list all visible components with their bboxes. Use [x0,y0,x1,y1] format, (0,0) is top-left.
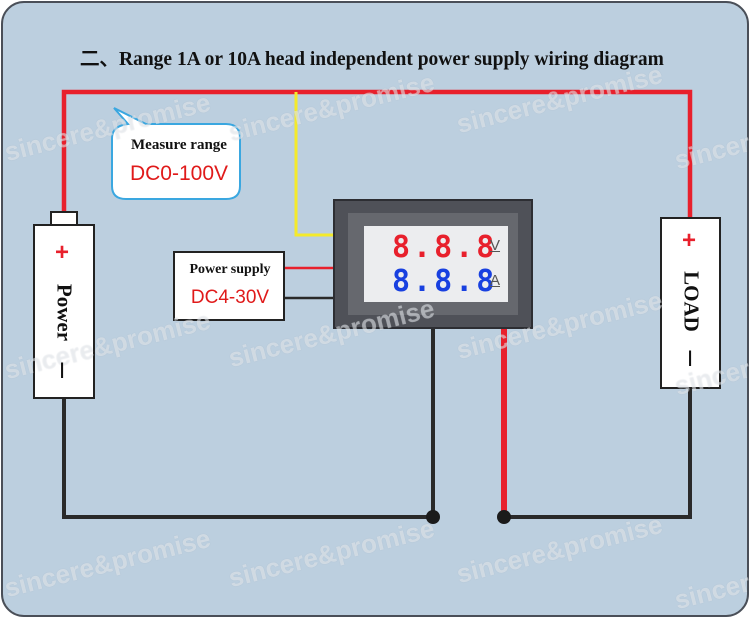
load-plus-sign: + [682,227,697,254]
power-supply-title: Power supply [189,262,271,277]
voltage-unit: V [490,237,501,254]
load-label: LOAD [679,271,704,332]
battery-terminal [50,211,78,227]
power-supply-box [173,251,285,321]
diagram-title: 二、Range 1A or 10A head independent power… [80,49,664,70]
battery-body [33,224,95,399]
junction-dot-right [497,510,511,524]
black-wire-bottom-right [504,388,692,519]
measure-range-value: DC0-100V [129,162,229,185]
meter-screen [364,226,508,302]
power-supply-value: DC4-30V [190,287,270,308]
measure-range-bubble [111,107,241,200]
black-wire-bottom-left [62,328,435,519]
measure-range-title: Measure range [131,137,227,153]
red-wire-top [61,89,693,218]
battery-label: Power [52,283,77,342]
load-minus-sign: I [687,346,694,371]
junction-dot-left [426,510,440,524]
yellow-wire [294,92,336,237]
battery-minus-sign: I [59,358,66,383]
battery-plus-sign: + [55,239,70,266]
load-body [660,217,721,389]
current-display: 8.8.8 [392,264,498,299]
voltage-display: 8.8.8 [392,230,498,265]
current-unit: A [490,272,501,289]
